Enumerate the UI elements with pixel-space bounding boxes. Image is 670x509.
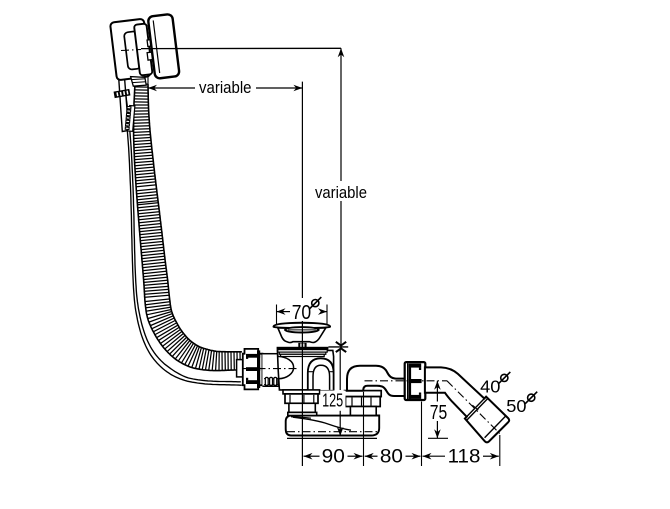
svg-text:50: 50 xyxy=(506,396,526,416)
svg-text:variable: variable xyxy=(315,184,367,202)
svg-text:90: 90 xyxy=(322,446,345,468)
svg-text:125: 125 xyxy=(322,390,343,410)
svg-text:40: 40 xyxy=(480,377,501,397)
svg-text:118: 118 xyxy=(448,446,481,468)
svg-text:75: 75 xyxy=(430,402,448,424)
svg-text:70: 70 xyxy=(292,302,312,324)
svg-text:80: 80 xyxy=(380,446,403,468)
svg-text:variable: variable xyxy=(199,79,252,97)
